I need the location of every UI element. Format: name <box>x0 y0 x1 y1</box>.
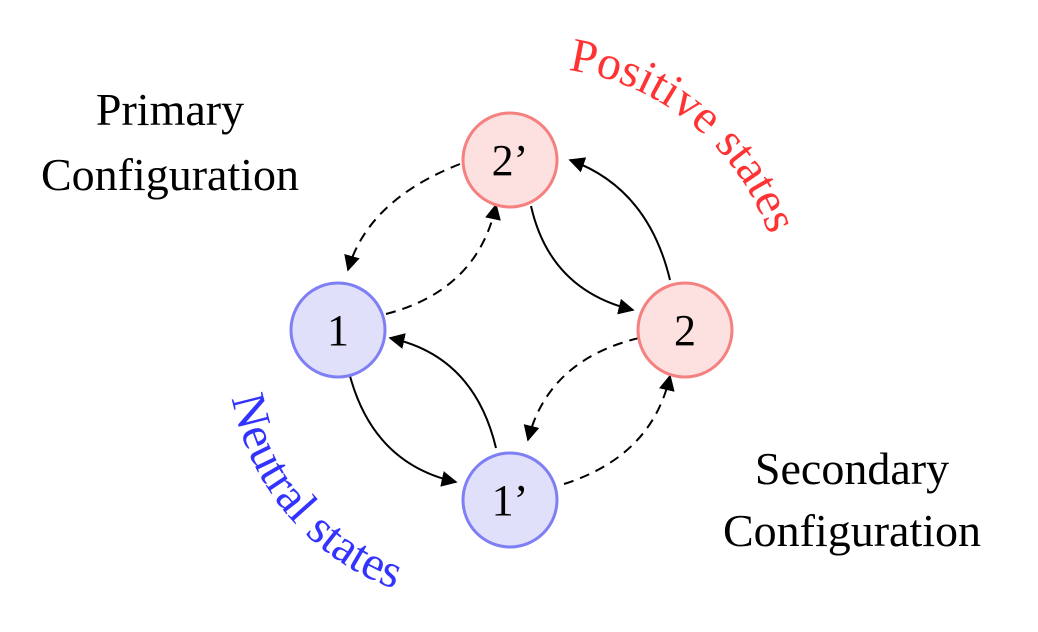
secondary-label-line2: Configuration <box>723 505 981 556</box>
node-1-prime-label: 1’ <box>492 476 529 525</box>
edges <box>344 157 675 487</box>
primary-label-line1: Primary <box>96 84 244 135</box>
neutral-states-label: Neutral states <box>221 388 410 600</box>
edge-2p-to-1 <box>344 163 461 272</box>
edge-1-to-2p <box>385 203 501 315</box>
node-2-prime-label: 2’ <box>492 136 529 185</box>
edge-2p-to-2 <box>530 205 635 315</box>
primary-label-line2: Configuration <box>41 149 299 200</box>
edge-1p-to-1 <box>388 333 497 449</box>
node-2: 2 <box>636 281 734 379</box>
edge-1-to-1p <box>349 375 458 487</box>
node-1: 1 <box>289 281 387 379</box>
node-2-label: 2 <box>674 306 696 355</box>
edge-1p-to-2 <box>563 374 675 485</box>
node-2-prime: 2’ <box>461 111 559 209</box>
positive-states-label: Positive states <box>566 28 808 239</box>
edge-2-to-1p <box>523 337 640 442</box>
node-1-prime: 1’ <box>461 451 559 549</box>
node-1-label: 1 <box>327 306 349 355</box>
secondary-label-line1: Secondary <box>755 443 949 494</box>
edge-2-to-2p <box>568 157 671 281</box>
